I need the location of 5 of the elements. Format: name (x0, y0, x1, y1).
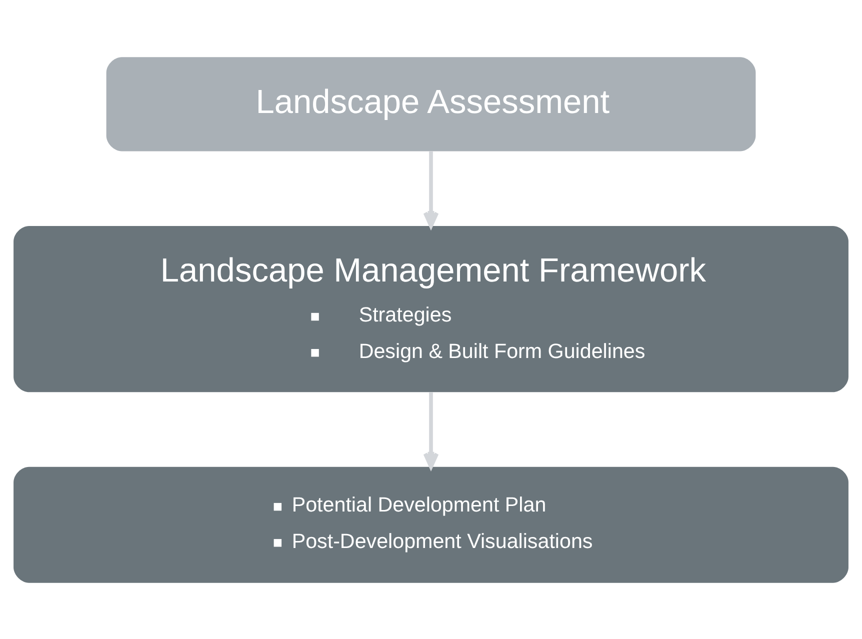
node-box: Landscape Management Framework Strategies Design & Built Form Guidelines (14, 225, 848, 392)
node-box: Landscape Assessment (106, 56, 756, 151)
arrow (423, 392, 439, 468)
arrow (423, 150, 439, 228)
node-box: Potential Development Plan Post-Development Visualisations (14, 466, 848, 582)
